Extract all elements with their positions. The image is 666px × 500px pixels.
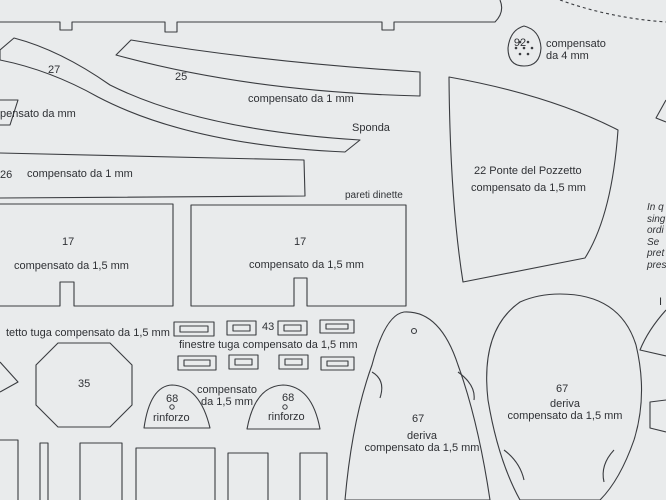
part-67b-number: 67 bbox=[556, 383, 569, 395]
part-17b-outline bbox=[190, 204, 407, 307]
window-8 bbox=[320, 356, 355, 371]
pareti-dinette-label: pareti dinette bbox=[345, 190, 403, 201]
part-27-number: 27 bbox=[48, 64, 61, 76]
part-26-number: 26 bbox=[0, 169, 13, 181]
part-17a-number: 17 bbox=[62, 236, 75, 248]
window-5 bbox=[177, 355, 217, 371]
window-7 bbox=[278, 354, 309, 370]
part-25-label: compensato da 1 mm bbox=[248, 93, 354, 105]
bottom-piece-5 bbox=[227, 452, 269, 500]
part-17b-number: 17 bbox=[294, 236, 307, 248]
part-22-label: 22 Ponte del Pozzetto bbox=[474, 165, 582, 177]
part-67a-number: 67 bbox=[412, 413, 425, 425]
part-92-outline bbox=[507, 25, 542, 67]
part-67b-notch2 bbox=[602, 449, 615, 483]
part-25-outline bbox=[115, 39, 421, 97]
bottom-piece-3 bbox=[79, 442, 123, 500]
part-22-sublabel: compensato da 1,5 mm bbox=[471, 182, 586, 194]
part-67a-outline bbox=[344, 311, 491, 500]
window-1 bbox=[173, 321, 215, 337]
tetto-tuga-label: tetto tuga compensato da 1,5 mm bbox=[6, 327, 170, 339]
left-cut-label: pensato da mm bbox=[0, 108, 76, 120]
sponda-label: Sponda bbox=[352, 122, 390, 134]
top-strip-outline bbox=[0, 0, 503, 33]
left-triangle-outline bbox=[0, 361, 19, 393]
dashed-guide bbox=[559, 0, 666, 23]
window-4 bbox=[319, 319, 355, 334]
part-67a-notch2 bbox=[457, 371, 475, 401]
bottom-piece-1 bbox=[0, 439, 19, 500]
right-fragment-letter: I bbox=[659, 296, 663, 308]
finestre-tuga-label: finestre tuga compensato da 1,5 mm bbox=[179, 339, 358, 351]
part-67b-notch bbox=[503, 449, 525, 481]
bottom-piece-2 bbox=[39, 442, 49, 500]
part-68a-outline bbox=[143, 384, 211, 429]
compensato-mid-label: compensato da 1,5 mm bbox=[197, 384, 257, 408]
part-27-outline bbox=[0, 37, 361, 153]
right-partial-2 bbox=[639, 309, 666, 357]
right-partial-1 bbox=[655, 99, 666, 123]
part-22-outline bbox=[448, 76, 619, 283]
part-68b-outline bbox=[246, 384, 321, 430]
left-partial-outline bbox=[0, 99, 19, 126]
part-17b-label: compensato da 1,5 mm bbox=[249, 259, 364, 271]
right-partial-3 bbox=[649, 399, 666, 433]
part-67a-label: deriva compensato da 1,5 mm bbox=[364, 430, 480, 454]
right-note-fragment: In q sing ordi Se pret pres bbox=[647, 202, 666, 271]
part-68b-number: 68 bbox=[282, 392, 295, 404]
part-68a-label: rinforzo bbox=[153, 412, 190, 424]
part-92-number: 92 bbox=[513, 37, 527, 49]
window-3 bbox=[277, 320, 308, 336]
part-17a-label: compensato da 1,5 mm bbox=[14, 260, 129, 272]
bottom-piece-6 bbox=[299, 452, 328, 500]
part-68b-label: rinforzo bbox=[268, 411, 305, 423]
part-43-number: 43 bbox=[262, 321, 275, 333]
part-92-label: compensato da 4 mm bbox=[546, 38, 606, 62]
part-35-number: 35 bbox=[78, 378, 91, 390]
part-26-outline bbox=[0, 152, 306, 199]
bottom-piece-4 bbox=[135, 447, 216, 500]
part-68a-number: 68 bbox=[166, 393, 179, 405]
window-6 bbox=[228, 354, 259, 370]
part-67b-outline bbox=[486, 293, 643, 500]
part-67a-notch bbox=[371, 371, 383, 399]
window-2 bbox=[226, 320, 257, 336]
part-17a-outline bbox=[0, 203, 174, 307]
part-67b-label: deriva compensato da 1,5 mm bbox=[507, 398, 623, 422]
part-35-outline bbox=[35, 342, 133, 428]
part-26-label: compensato da 1 mm bbox=[27, 168, 133, 180]
part-25-number: 25 bbox=[175, 71, 188, 83]
